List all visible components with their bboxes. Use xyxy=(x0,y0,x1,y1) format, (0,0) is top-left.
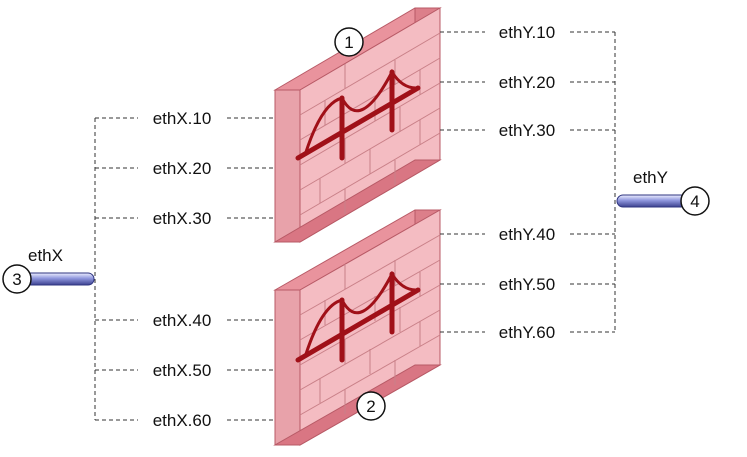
firewall-1-number-badge: 1 xyxy=(334,27,364,57)
ethy-subinterface-labels: ethY.10 ethY.20 ethY.30 ethY.40 ethY.50 … xyxy=(499,23,555,342)
ethy-label: ethY xyxy=(633,168,668,187)
bridge-icon xyxy=(295,270,421,363)
subinterface-label: ethX.60 xyxy=(153,411,212,430)
ethy-interface: 4 ethY xyxy=(616,168,710,216)
ethx-cable-icon xyxy=(21,272,95,286)
firewall-1-left-face xyxy=(274,89,301,243)
subinterface-label: ethY.10 xyxy=(499,23,555,42)
firewall-2-left-face xyxy=(274,289,301,446)
firewall-2: 2 xyxy=(273,209,442,446)
ethx-connection-lines xyxy=(94,117,275,421)
subinterface-label: ethX.20 xyxy=(153,159,212,178)
ethx-interface: 3 ethX xyxy=(2,246,95,294)
subinterface-label: ethX.40 xyxy=(153,311,212,330)
ethy-cable-icon xyxy=(616,194,690,208)
ethx-label: ethX xyxy=(28,246,63,265)
subinterface-label: ethY.40 xyxy=(499,225,555,244)
firewall-2-bricks xyxy=(299,234,441,416)
ethx-subinterface-labels: ethX.10 ethX.20 ethX.30 ethX.40 ethX.50 … xyxy=(153,109,212,430)
firewall-1: 1 xyxy=(273,7,442,243)
subinterface-label: ethY.50 xyxy=(499,275,555,294)
ethy-number: 4 xyxy=(690,192,699,211)
ethx-number: 3 xyxy=(12,270,21,289)
firewall-2-number-badge: 2 xyxy=(356,391,386,421)
subinterface-label: ethX.10 xyxy=(153,109,212,128)
subinterface-label: ethY.30 xyxy=(499,121,555,140)
bridge-icon xyxy=(295,68,421,161)
firewall-1-bricks xyxy=(299,32,441,216)
subinterface-label: ethY.60 xyxy=(499,323,555,342)
ethy-connection-lines xyxy=(440,31,616,333)
subinterface-label: ethY.20 xyxy=(499,73,555,92)
firewall-1-bottom xyxy=(273,159,442,243)
subinterface-label: ethX.30 xyxy=(153,209,212,228)
subinterface-label: ethX.50 xyxy=(153,361,212,380)
svg-text:1: 1 xyxy=(344,33,353,52)
svg-text:2: 2 xyxy=(366,397,375,416)
